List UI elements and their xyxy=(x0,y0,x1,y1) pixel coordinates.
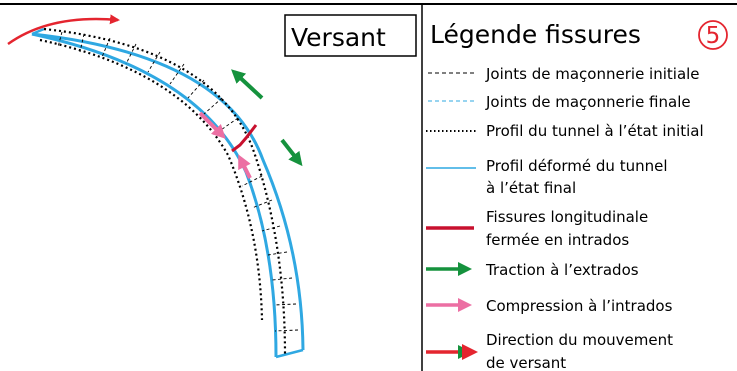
legend: Légende fissures 5 Joints de maçonnerie … xyxy=(426,20,728,371)
legend-item-label: Joints de maçonnerie initiale xyxy=(485,65,700,83)
legend-item-label: Profil déformé du tunnel xyxy=(486,157,668,175)
traction-arrow-lower xyxy=(280,138,303,167)
joint-line xyxy=(274,329,299,332)
joint-line xyxy=(57,31,63,48)
deformed-profile-outer xyxy=(31,32,305,351)
joint-line xyxy=(271,277,293,281)
legend-number: 5 xyxy=(706,23,721,49)
legend-number-badge: 5 xyxy=(698,20,728,50)
masonry-joints xyxy=(57,31,299,332)
versant-label: Versant xyxy=(291,23,386,52)
legend-item-label: Fissures longitudinale xyxy=(486,208,648,226)
joint-line xyxy=(187,79,205,99)
initial-profile-inner xyxy=(39,38,264,321)
deformed-profile-end xyxy=(275,348,304,359)
deformed-profile-inner xyxy=(31,32,278,358)
versant-label-box: Versant xyxy=(284,14,417,57)
legend-item-label: Compression à l’intrados xyxy=(486,297,673,315)
joint-line xyxy=(125,43,137,65)
frame xyxy=(0,3,737,371)
legend-number-circle xyxy=(698,20,728,50)
movement-arrow-head xyxy=(462,344,478,360)
legend-item-label-line2: fermée en intrados xyxy=(486,231,629,249)
joint-line xyxy=(203,97,223,115)
joint-line xyxy=(147,51,161,73)
legend-item-label: Profil du tunnel à l’état initial xyxy=(486,122,704,140)
joint-line xyxy=(217,117,239,133)
joint-line xyxy=(241,175,263,187)
joint-line xyxy=(273,303,297,306)
longitudinal-crack xyxy=(231,124,258,153)
joint-line xyxy=(101,37,111,58)
traction-arrow-upper xyxy=(231,69,264,100)
legend-item-label-line2: à l’état final xyxy=(486,179,576,197)
versant-box-border xyxy=(284,14,417,57)
legend-item-label: Direction du mouvement xyxy=(486,331,673,349)
joint-line xyxy=(169,63,185,85)
legend-title: Légende fissures xyxy=(430,20,641,49)
tunnel-drawing xyxy=(7,14,305,359)
compression-arrow-lower xyxy=(238,154,252,179)
initial-profile-outer xyxy=(43,27,287,356)
legend-item-label: Traction à l’extrados xyxy=(485,261,639,279)
compression-arrow-upper xyxy=(198,111,226,139)
legend-item-label-line2: de versant xyxy=(486,354,566,371)
legend-item-label: Joints de maçonnerie finale xyxy=(485,93,691,111)
deformed-profile-start xyxy=(31,27,45,36)
movement-direction-arrow xyxy=(7,14,120,46)
joint-line xyxy=(251,199,273,209)
